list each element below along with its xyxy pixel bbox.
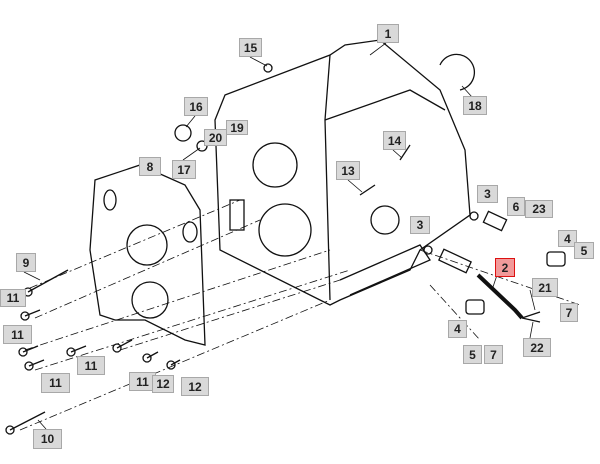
callout-13[interactable]: 13: [336, 161, 360, 180]
callout-3-upper[interactable]: 3: [477, 185, 498, 203]
callout-7-lower[interactable]: 7: [484, 345, 503, 364]
callout-6[interactable]: 6: [507, 197, 525, 216]
callout-7-right[interactable]: 7: [560, 303, 578, 322]
callout-3-lower[interactable]: 3: [410, 216, 430, 234]
callout-12-b[interactable]: 12: [181, 377, 209, 396]
bolts: [5, 53, 476, 435]
callout-19[interactable]: 19: [226, 120, 248, 135]
callout-18[interactable]: 18: [463, 96, 487, 115]
callout-11-a[interactable]: 11: [0, 289, 26, 307]
callout-16[interactable]: 16: [184, 97, 208, 116]
callout-8[interactable]: 8: [139, 157, 161, 176]
callout-11-d[interactable]: 11: [41, 373, 70, 393]
callout-11-c[interactable]: 11: [77, 356, 105, 375]
callout-5-lower[interactable]: 5: [463, 345, 482, 364]
callout-4-lower[interactable]: 4: [448, 320, 467, 338]
callout-14[interactable]: 14: [383, 131, 406, 150]
callout-10[interactable]: 10: [33, 429, 62, 449]
callout-11-e[interactable]: 11: [129, 372, 156, 391]
callout-9[interactable]: 9: [16, 253, 36, 272]
callout-1[interactable]: 1: [377, 24, 399, 43]
callout-2-highlighted[interactable]: 2: [495, 258, 515, 277]
callout-12-a[interactable]: 12: [152, 375, 174, 393]
gasket-plate: [89, 164, 206, 346]
callout-15[interactable]: 15: [239, 38, 262, 57]
callout-22[interactable]: 22: [523, 338, 551, 357]
sensor-harness: [423, 210, 566, 323]
callout-11-b[interactable]: 11: [3, 325, 32, 344]
leader-lines: [23, 42, 536, 430]
callout-17[interactable]: 17: [172, 160, 196, 179]
callout-23[interactable]: 23: [525, 200, 553, 218]
callout-4-right[interactable]: 4: [558, 230, 577, 247]
callout-5-right[interactable]: 5: [574, 242, 594, 259]
callout-21[interactable]: 21: [532, 278, 558, 297]
alignment-lines: [19, 199, 581, 431]
callout-20[interactable]: 20: [204, 129, 227, 146]
